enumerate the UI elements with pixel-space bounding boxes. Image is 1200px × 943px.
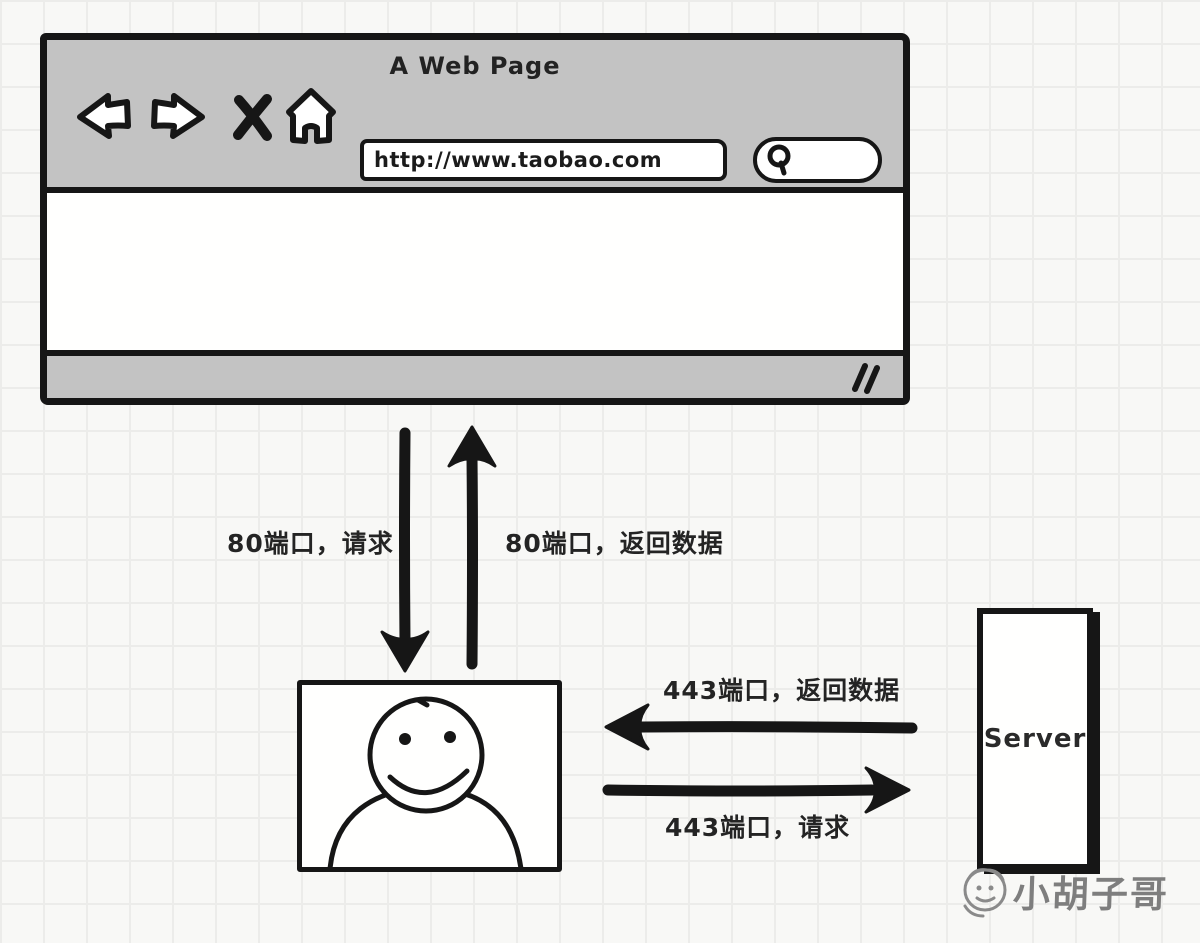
url-bar[interactable]: http://www.taobao.com bbox=[360, 139, 727, 181]
resize-grip-icon[interactable] bbox=[849, 361, 885, 395]
browser-content-area bbox=[47, 187, 903, 356]
label-port443-response: 443端口，返回数据 bbox=[663, 676, 901, 705]
forward-icon[interactable] bbox=[148, 88, 210, 144]
home-icon[interactable] bbox=[283, 86, 339, 148]
window-title: A Web Page bbox=[389, 52, 561, 80]
browser-toolbar: http://www.taobao.com bbox=[47, 86, 903, 183]
browser-chrome: A Web Page bbox=[47, 40, 903, 187]
smiley-person-icon bbox=[327, 696, 524, 867]
server-box: Server bbox=[977, 608, 1093, 870]
watermark-text: 小胡子哥 bbox=[1012, 873, 1170, 916]
arrow-port443-response bbox=[604, 703, 918, 751]
user-box bbox=[297, 680, 562, 872]
browser-statusbar bbox=[47, 356, 903, 398]
watermark-face-icon bbox=[957, 860, 1013, 922]
arrow-port80-response bbox=[447, 425, 497, 670]
search-icon bbox=[765, 143, 795, 177]
url-text: http://www.taobao.com bbox=[374, 148, 663, 172]
search-box[interactable] bbox=[753, 137, 882, 183]
label-port443-request: 443端口，请求 bbox=[665, 813, 851, 842]
arrow-port443-request bbox=[602, 766, 911, 814]
browser-window: A Web Page bbox=[40, 33, 910, 405]
label-port80-request: 80端口，请求 bbox=[227, 529, 394, 558]
watermark: 小胡子哥 bbox=[957, 860, 1170, 922]
back-icon[interactable] bbox=[72, 88, 134, 144]
close-icon[interactable] bbox=[231, 92, 275, 142]
server-label: Server bbox=[983, 724, 1087, 754]
label-port80-response: 80端口，返回数据 bbox=[505, 529, 724, 558]
